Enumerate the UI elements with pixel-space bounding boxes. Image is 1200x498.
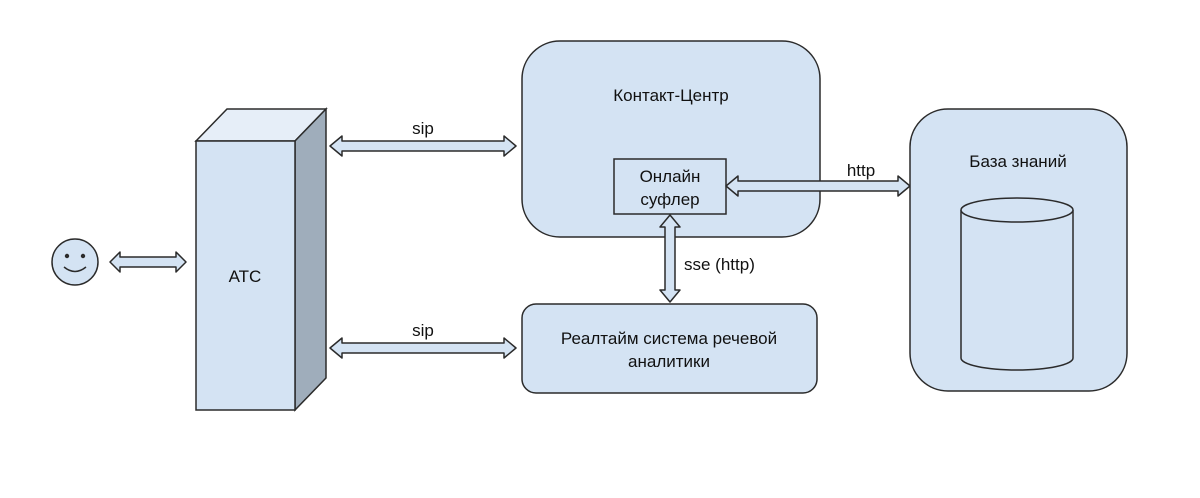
contact-center-label: Контакт-Центр	[613, 86, 729, 105]
pbx-side-face	[294, 107, 327, 412]
database-cylinder-icon	[960, 197, 1074, 371]
prompter-label-line2: суфлер	[640, 190, 699, 209]
arrow-prompter-analytics	[659, 214, 681, 303]
smiley-face-icon	[51, 238, 99, 286]
speech-analytics-node: Реалтайм система речевой аналитики	[521, 303, 818, 394]
edge-label-sip-bottom: sip	[412, 321, 434, 340]
knowledge-base-node: База знаний	[909, 108, 1128, 392]
arrow-user-pbx	[109, 251, 187, 273]
analytics-label-line1: Реалтайм система речевой	[561, 329, 777, 348]
edge-label-http: http	[847, 161, 875, 180]
knowledge-base-label: База знаний	[969, 152, 1066, 171]
pbx-label: АТС	[229, 267, 262, 286]
arrow-pbx-contact-center	[329, 135, 517, 157]
analytics-label-line2: аналитики	[628, 352, 710, 371]
pbx-block: АТС	[194, 107, 328, 412]
arrow-pbx-analytics	[329, 337, 517, 359]
pbx-front-face	[195, 140, 296, 411]
edge-label-sip-top: sip	[412, 119, 434, 138]
online-prompter-node: Онлайн суфлер	[613, 158, 727, 215]
prompter-label-line1: Онлайн	[640, 167, 701, 186]
edge-label-sse: sse (http)	[684, 255, 755, 274]
